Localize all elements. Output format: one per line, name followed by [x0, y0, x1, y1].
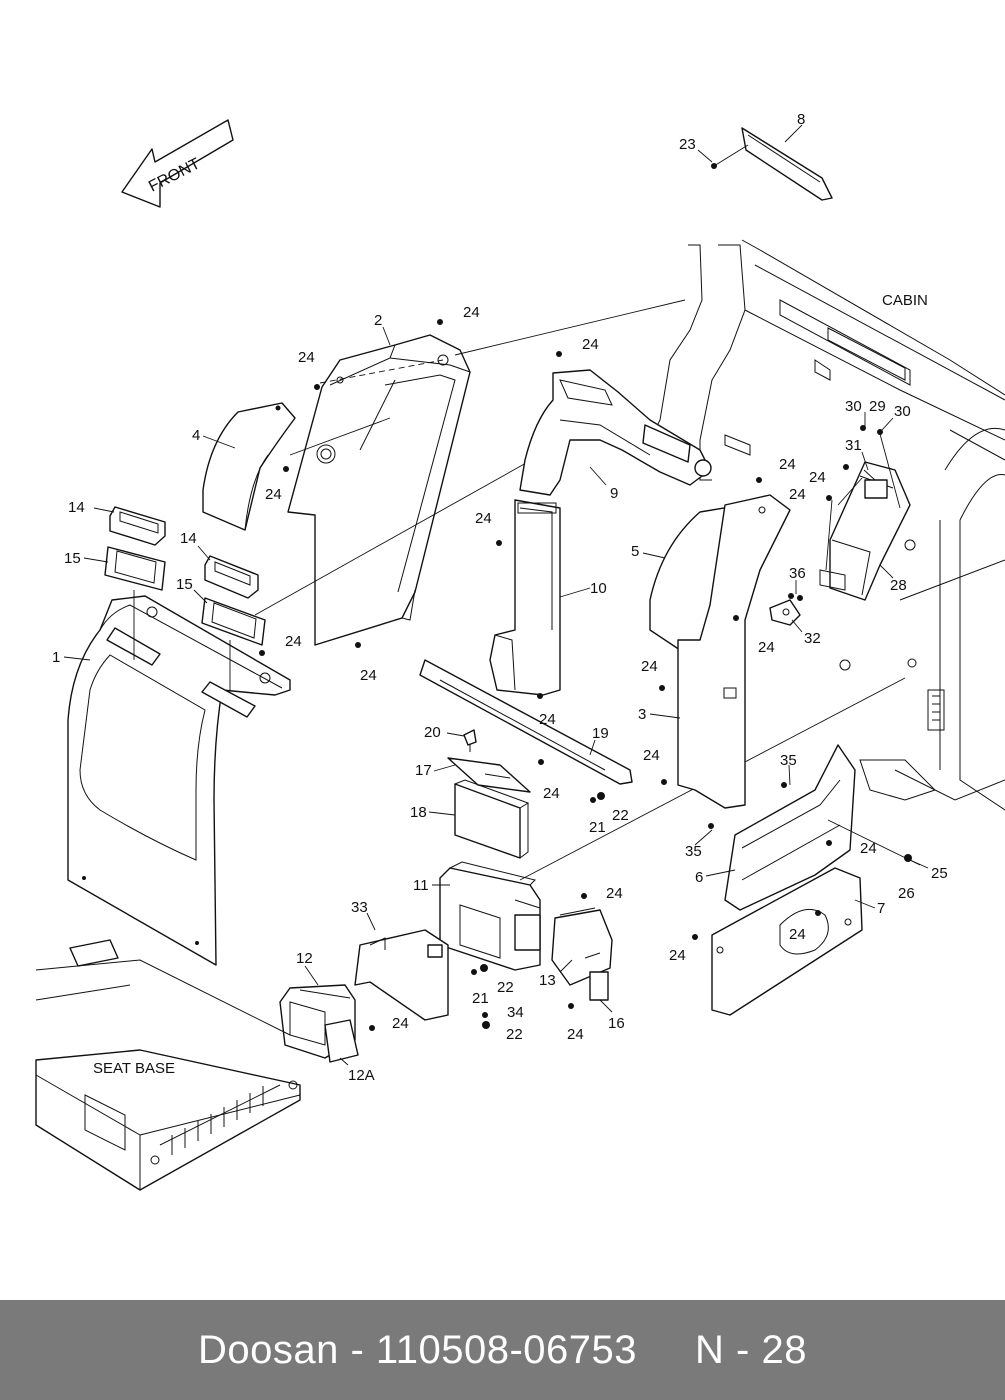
callout-24: 24	[860, 840, 877, 857]
part-10-duct-tube	[489, 499, 561, 696]
part-4-trim-cover	[202, 402, 296, 531]
callout-24: 24	[779, 456, 796, 473]
part-1-rear-panel	[67, 595, 291, 966]
part-20-knob	[463, 729, 477, 752]
callout-23: 23	[679, 136, 696, 153]
callout-9: 9	[610, 485, 618, 502]
cabin-structure	[649, 239, 1005, 811]
callout-36: 36	[789, 565, 806, 582]
part-19-bracket	[419, 659, 633, 785]
part-33-bracket	[354, 929, 449, 1021]
callout-25: 25	[931, 865, 948, 882]
callout-7: 7	[877, 900, 885, 917]
callout-24: 24	[758, 639, 775, 656]
callout-24: 24	[582, 336, 599, 353]
callout-12a: 12A	[348, 1067, 375, 1084]
part-28-control-box	[819, 461, 911, 601]
callout-21a: 21	[589, 819, 606, 836]
part-9-air-duct	[519, 369, 712, 496]
part-16-clip	[589, 971, 609, 1001]
callout-labels: 1 2 3 4 5 6 7 8 9 10 11 12 12A 13 14 14 …	[52, 111, 948, 1084]
cabin-label: CABIN	[882, 292, 928, 309]
part-15-bezel-upper	[104, 546, 166, 591]
callout-17: 17	[415, 762, 432, 779]
callout-15a: 15	[64, 550, 81, 567]
callout-24: 24	[567, 1026, 584, 1043]
callout-5: 5	[631, 543, 639, 560]
callout-30b: 30	[894, 403, 911, 420]
part-12-duct-joint	[279, 984, 359, 1063]
callout-24: 24	[392, 1015, 409, 1032]
callout-32: 32	[804, 630, 821, 647]
callout-1: 1	[52, 649, 60, 666]
part-15-bezel-lower	[201, 597, 266, 646]
leader-lines	[63, 124, 929, 1066]
callout-30a: 30	[845, 398, 862, 415]
callout-24: 24	[606, 885, 623, 902]
seat-base	[35, 939, 301, 1191]
part-11-housing	[439, 861, 541, 971]
part-18-module	[454, 779, 530, 859]
callout-19: 19	[592, 725, 609, 742]
callout-24: 24	[285, 633, 302, 650]
front-arrow-icon: FRONT	[121, 119, 234, 208]
callout-24: 24	[265, 486, 282, 503]
callout-21b: 21	[472, 990, 489, 1007]
seat-base-label: SEAT BASE	[93, 1060, 175, 1077]
callout-22a: 22	[612, 807, 629, 824]
part-32-switch	[769, 599, 801, 626]
callout-12: 12	[296, 950, 313, 967]
callout-33: 33	[351, 899, 368, 916]
parts-diagram: FRONT CABIN	[35, 111, 1005, 1191]
callout-26: 26	[898, 885, 915, 902]
callout-13: 13	[539, 972, 556, 989]
callout-8: 8	[797, 111, 805, 128]
callout-24: 24	[543, 785, 560, 802]
callout-24: 24	[360, 667, 377, 684]
callout-24: 24	[809, 469, 826, 486]
part-17-plate	[447, 757, 531, 793]
callout-16: 16	[608, 1015, 625, 1032]
callout-24: 24	[643, 747, 660, 764]
callout-24: 24	[539, 711, 556, 728]
callout-14b: 14	[180, 530, 197, 547]
callout-24: 24	[789, 926, 806, 943]
part-number-caption: Doosan - 110508-06753 N - 28	[198, 1327, 807, 1372]
callout-6: 6	[695, 869, 703, 886]
callout-18: 18	[410, 804, 427, 821]
callout-2: 2	[374, 312, 382, 329]
fastener-icon	[259, 319, 912, 1031]
callout-15b: 15	[176, 576, 193, 593]
footer-banner: Doosan - 110508-06753 N - 28	[0, 1300, 1005, 1400]
callout-20: 20	[424, 724, 441, 741]
part-14-switch-upper	[109, 506, 166, 546]
part-6-lower-cover	[724, 744, 856, 911]
callout-3: 3	[638, 706, 646, 723]
part-13-cover	[551, 907, 613, 986]
callout-24: 24	[298, 349, 315, 366]
part-2-side-panel	[287, 334, 471, 646]
callout-24: 24	[789, 486, 806, 503]
callout-35a: 35	[780, 752, 797, 769]
callout-34: 34	[507, 1004, 524, 1021]
callout-24: 24	[641, 658, 658, 675]
part-3-pillar-panel	[677, 494, 791, 809]
callout-28: 28	[890, 577, 907, 594]
callout-24: 24	[669, 947, 686, 964]
part-14-switch-lower	[204, 555, 259, 599]
part-8-cover-strip	[711, 127, 833, 201]
callout-22c: 22	[506, 1026, 523, 1043]
callout-4: 4	[192, 427, 200, 444]
callout-35b: 35	[685, 843, 702, 860]
part-7-floor-plate	[711, 867, 863, 1016]
callout-29: 29	[869, 398, 886, 415]
callout-24: 24	[463, 304, 480, 321]
callout-14a: 14	[68, 499, 85, 516]
callout-10: 10	[590, 580, 607, 597]
callout-24: 24	[475, 510, 492, 527]
callout-11: 11	[413, 877, 429, 894]
callout-31: 31	[845, 437, 862, 454]
callout-22b: 22	[497, 979, 514, 996]
